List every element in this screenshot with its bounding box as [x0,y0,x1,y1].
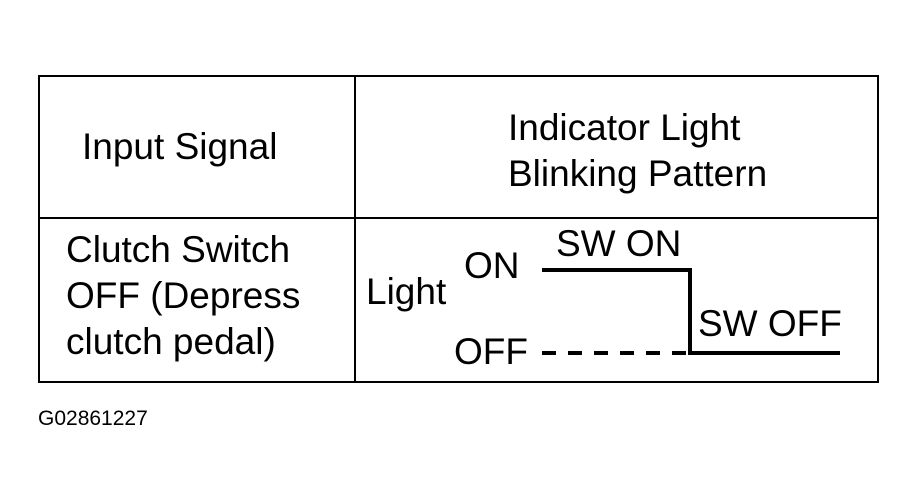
cell-input-signal: Clutch Switch OFF (Depress clutch pedal) [66,227,300,365]
waveform-level-on: ON [464,245,520,286]
waveform-switch-on: SW ON [556,223,681,264]
figure-id: G02861227 [38,407,148,430]
table-column-divider [354,77,356,381]
header-input-signal: Input Signal [82,126,278,167]
waveform-axis-label: Light [366,271,447,312]
signal-line2: OFF (Depress [66,275,301,316]
header-indicator-line1: Indicator Light [508,107,741,148]
table-row-divider [40,217,877,219]
header-indicator-pattern: Indicator Light Blinking Pattern [508,105,767,197]
signal-pattern-table: Input Signal Indicator Light Blinking Pa… [38,75,879,383]
waveform-signal-trace [542,268,840,355]
signal-line3: clutch pedal) [66,321,276,362]
signal-line1: Clutch Switch [66,229,291,270]
waveform-level-off: OFF [454,331,528,372]
header-indicator-line2: Blinking Pattern [508,153,768,194]
waveform-switch-off: SW OFF [698,303,842,344]
